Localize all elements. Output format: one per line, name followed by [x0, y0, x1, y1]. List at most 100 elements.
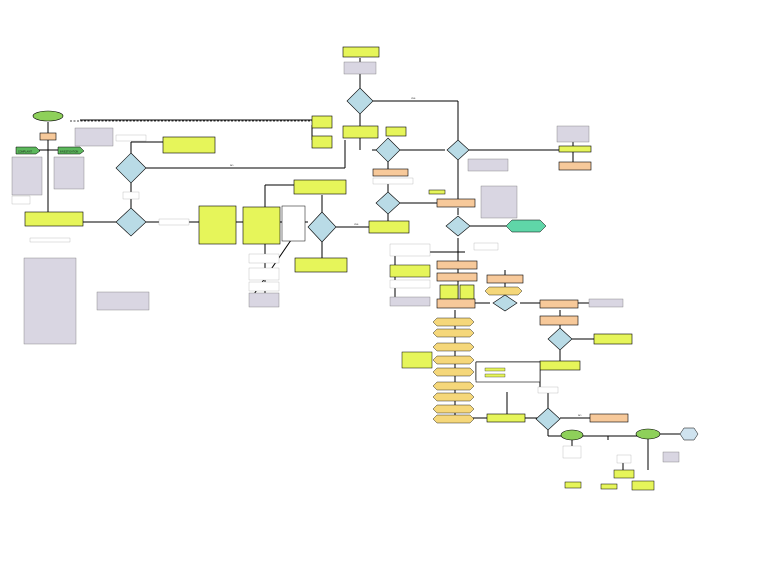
end-box-left [564, 481, 582, 489]
right-column [389, 215, 699, 491]
option-note-3 [248, 281, 280, 292]
end-box-far [600, 483, 618, 490]
small-note-left [11, 195, 31, 205]
right-top-note [467, 158, 509, 172]
option-note-2 [248, 267, 280, 281]
bottom-note [537, 386, 559, 394]
decision-appeal [547, 327, 573, 351]
decision-right-top [446, 139, 470, 161]
resolution-hexagon [505, 219, 547, 233]
end-box-right [631, 480, 655, 491]
decision-note-upper [115, 134, 147, 142]
start-terminal [32, 110, 64, 122]
label-no-2: NO [578, 415, 582, 417]
investigation-notes [53, 156, 85, 190]
status-box [475, 361, 541, 383]
decision-center-lower [375, 191, 401, 215]
appeal-note [588, 298, 624, 308]
note-block-c [389, 279, 431, 289]
finding-box-b [242, 206, 281, 245]
end-terminal-left [560, 429, 584, 441]
status-chip-a [484, 367, 506, 372]
far-right-box [558, 145, 592, 153]
end-note-right [662, 451, 680, 463]
hex-step-6 [432, 381, 475, 391]
outcome-box-middle [294, 257, 348, 273]
hearing-step [436, 260, 478, 270]
decision-trial [492, 294, 518, 312]
top-note [343, 61, 377, 75]
complaint-tag-label: COMPLAINT [18, 151, 32, 154]
top-start-box [342, 46, 380, 58]
decision-note-lower [122, 191, 140, 200]
center-note [372, 177, 414, 185]
top-side-box [385, 126, 407, 137]
decision-bottom [535, 407, 561, 431]
hearing-sub-b [486, 274, 524, 284]
hex-step-5 [432, 367, 475, 377]
complaint-notes [11, 156, 43, 196]
yellow-list [459, 284, 475, 300]
mid-note [473, 242, 499, 251]
sentencing-note [401, 351, 433, 369]
hex-step-2 [432, 328, 475, 338]
option-note-1 [248, 253, 280, 264]
end-note-left [562, 445, 582, 459]
center-step [372, 168, 409, 177]
appeal-sub [539, 315, 579, 326]
note-block-a [389, 243, 431, 257]
stacked-notes [480, 185, 518, 219]
initial-review-step [24, 211, 84, 227]
hex-step-4 [432, 355, 475, 365]
notice-box [162, 136, 216, 154]
label-no-1: NO [230, 165, 234, 167]
end-hexagon [679, 427, 699, 441]
investigation-tag-label: INVESTIGATION [60, 151, 79, 154]
far-right-step [558, 161, 592, 171]
decision-upper-left [115, 152, 147, 184]
far-right-note [556, 125, 590, 143]
label-yes-2: YES [354, 224, 359, 226]
review-caption [29, 237, 71, 243]
decision-right-mid [445, 215, 471, 237]
notification-step [436, 198, 476, 208]
procedure-list [23, 257, 77, 345]
green-list [439, 284, 459, 300]
top-step [342, 125, 379, 139]
bottom-step [486, 413, 526, 423]
trial-step [436, 298, 476, 309]
end-terminal-right [635, 428, 661, 440]
hex-step-7 [432, 392, 475, 402]
intake-step [39, 132, 57, 141]
decision-lower-left [115, 207, 147, 237]
end-note-mid [616, 454, 632, 464]
center-outcome [368, 220, 410, 234]
option-note-4 [248, 292, 280, 308]
decision-top [346, 87, 374, 115]
connectors [30, 58, 680, 470]
hex-step-9 [432, 414, 475, 424]
note-block-b [389, 264, 431, 278]
hex-step-3 [432, 342, 475, 352]
side-box-top-b [311, 135, 333, 149]
final-step [589, 413, 629, 423]
left-column: COMPLAINT INVESTIGATION [11, 110, 216, 345]
procedure-callout [96, 291, 150, 311]
end-box-mid [613, 469, 635, 479]
note-block-d [389, 296, 431, 307]
side-box-top-a [311, 115, 333, 129]
outcome-caption [158, 218, 190, 226]
hex-chip-right [484, 286, 523, 296]
label-yes-1: YES [411, 98, 416, 100]
decision-labels: YES NO YES NO [230, 98, 582, 417]
investigation-tag [57, 146, 85, 155]
decision-middle [307, 211, 337, 243]
hex-step-8 [432, 404, 475, 414]
appeal-outcome [593, 333, 633, 345]
report-box [293, 179, 347, 195]
complaint-tag [15, 146, 41, 155]
appeal-step [539, 299, 579, 309]
top-center [342, 46, 592, 234]
finding-box-c [281, 205, 306, 242]
